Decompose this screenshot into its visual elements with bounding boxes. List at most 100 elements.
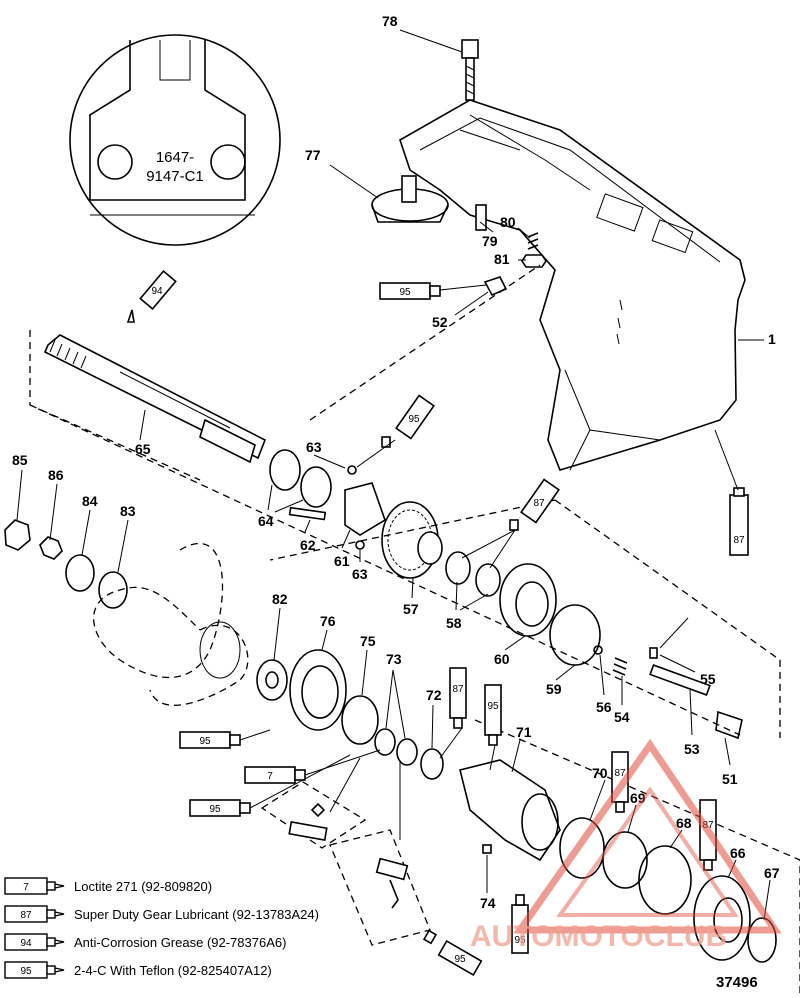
legend-row: 95 2-4-C With Teflon (92-825407A12) (4, 956, 424, 984)
callout-70: 70 (592, 765, 608, 781)
callout-64: 64 (258, 513, 274, 529)
inset-part-number-line2: 9147-C1 (146, 168, 204, 185)
callout-56: 56 (596, 699, 612, 715)
callout-63a: 63 (306, 439, 322, 455)
lube-tubes: 94 95 95 87 87 95 (126, 269, 749, 977)
callout-83: 83 (120, 503, 136, 519)
tube-number: 95 (199, 736, 211, 747)
legend-num: 94 (20, 938, 32, 949)
callout-80: 80 (500, 214, 516, 230)
tube-94-icon: 94 (126, 269, 177, 323)
callout-82: 82 (272, 591, 288, 607)
callout-76: 76 (320, 613, 336, 629)
callout-79: 79 (482, 233, 498, 249)
part-59-o-ring (549, 604, 601, 666)
tube-number: 95 (209, 804, 221, 815)
dashed-group-outlines (29, 264, 800, 998)
legend-label: Super Duty Gear Lubricant (92-13783A24) (74, 906, 319, 922)
callout-75: 75 (360, 633, 376, 649)
callout-55: 55 (700, 671, 716, 687)
part-77-plate (371, 175, 449, 223)
callout-63b: 63 (352, 566, 368, 582)
callout-58: 58 (446, 615, 462, 631)
part-65-propeller-shaft (43, 334, 267, 464)
legend-label: Anti-Corrosion Grease (92-78376A6) (74, 934, 287, 950)
tube-number: 94 (151, 286, 163, 297)
callout-68: 68 (676, 815, 692, 831)
tube-number: 87 (452, 684, 464, 695)
callout-62: 62 (300, 537, 316, 553)
callout-81: 81 (494, 251, 510, 267)
tube-87-icon: 87 (449, 667, 467, 729)
callout-54: 54 (614, 709, 630, 725)
tube-number: 87 (533, 498, 545, 509)
tube-87-icon: 87 (509, 478, 560, 531)
part-60-bearing-cup (499, 563, 557, 637)
tube-95-icon: 95 (484, 684, 502, 746)
callout-65: 65 (135, 441, 151, 457)
callout-66: 66 (730, 845, 746, 861)
callout-59: 59 (546, 681, 562, 697)
legend-num: 87 (20, 910, 32, 921)
callout-73: 73 (386, 651, 402, 667)
callout-86: 86 (48, 467, 64, 483)
callout-67: 67 (764, 865, 780, 881)
lubricant-legend: 7 Loctite 271 (92-809820) 87 Super Duty … (4, 872, 424, 984)
tube-number: 95 (454, 954, 466, 965)
tube-number: 87 (614, 768, 626, 779)
legend-row: 94 Anti-Corrosion Grease (92-78376A6) (4, 928, 424, 956)
part-57-forward-gear (381, 501, 443, 579)
callout-74: 74 (480, 895, 496, 911)
legend-label: 2-4-C With Teflon (92-825407A12) (74, 962, 272, 978)
inset-part-number-line1: 1647- (156, 149, 194, 166)
parts-83-86-nut-washers (4, 519, 128, 609)
callout-53: 53 (684, 741, 700, 757)
callout-52: 52 (432, 314, 448, 330)
legend-row: 87 Super Duty Gear Lubricant (92-13783A2… (4, 900, 424, 928)
parts-66-70-pinion-group (559, 817, 777, 963)
tube-95-icon: 95 (189, 799, 251, 817)
parts-61-64-assembly (269, 449, 386, 550)
tube-number: 95 (399, 287, 411, 298)
parts-71-82-reverse-gear-group (256, 649, 561, 862)
legend-tube-icon: 94 (4, 932, 66, 952)
parts-51-56 (593, 645, 743, 740)
tube-number: 95 (408, 414, 420, 425)
legend-label: Loctite 271 (92-809820) (74, 878, 213, 894)
tube-95-icon: 95 (179, 731, 241, 749)
tube-95-icon: 95 (422, 929, 483, 977)
figure-number: 37496 (716, 974, 758, 991)
legend-tube-icon: 87 (4, 904, 66, 924)
part-58-bearings (445, 551, 501, 597)
callout-labels: 78 77 79 80 81 52 1 65 63 64 62 61 63 57… (12, 13, 780, 911)
legend-num: 95 (20, 966, 32, 977)
watermark-logo: AUTOMOTOCLUB (470, 738, 782, 953)
legend-tube-icon: 95 (4, 960, 66, 980)
propeller-outline (92, 542, 249, 706)
legend-row: 7 Loctite 271 (92-809820) (4, 872, 424, 900)
parts-79-81-fasteners (475, 204, 547, 297)
callout-72: 72 (426, 687, 442, 703)
callout-71: 71 (516, 724, 532, 740)
tube-number: 95 (487, 701, 499, 712)
legend-tube-icon: 7 (4, 876, 66, 896)
gear-housing (399, 99, 746, 471)
callout-78: 78 (382, 13, 398, 29)
tube-number: 87 (733, 535, 745, 546)
callout-77: 77 (305, 147, 321, 163)
tube-95-icon: 95 (381, 394, 435, 448)
callout-85: 85 (12, 452, 28, 468)
callout-61: 61 (334, 553, 350, 569)
part-78-bolt (461, 39, 479, 101)
callout-51: 51 (722, 771, 738, 787)
callout-69: 69 (630, 790, 646, 806)
leader-lines (16, 29, 771, 921)
tube-number: 7 (267, 771, 273, 782)
tube-95-icon: 95 (379, 282, 441, 300)
callout-84: 84 (82, 493, 98, 509)
tube-number: 95 (514, 935, 526, 946)
tube-7-icon: 7 (244, 766, 306, 784)
callout-57: 57 (403, 601, 419, 617)
tube-87-icon: 87 (729, 487, 749, 556)
